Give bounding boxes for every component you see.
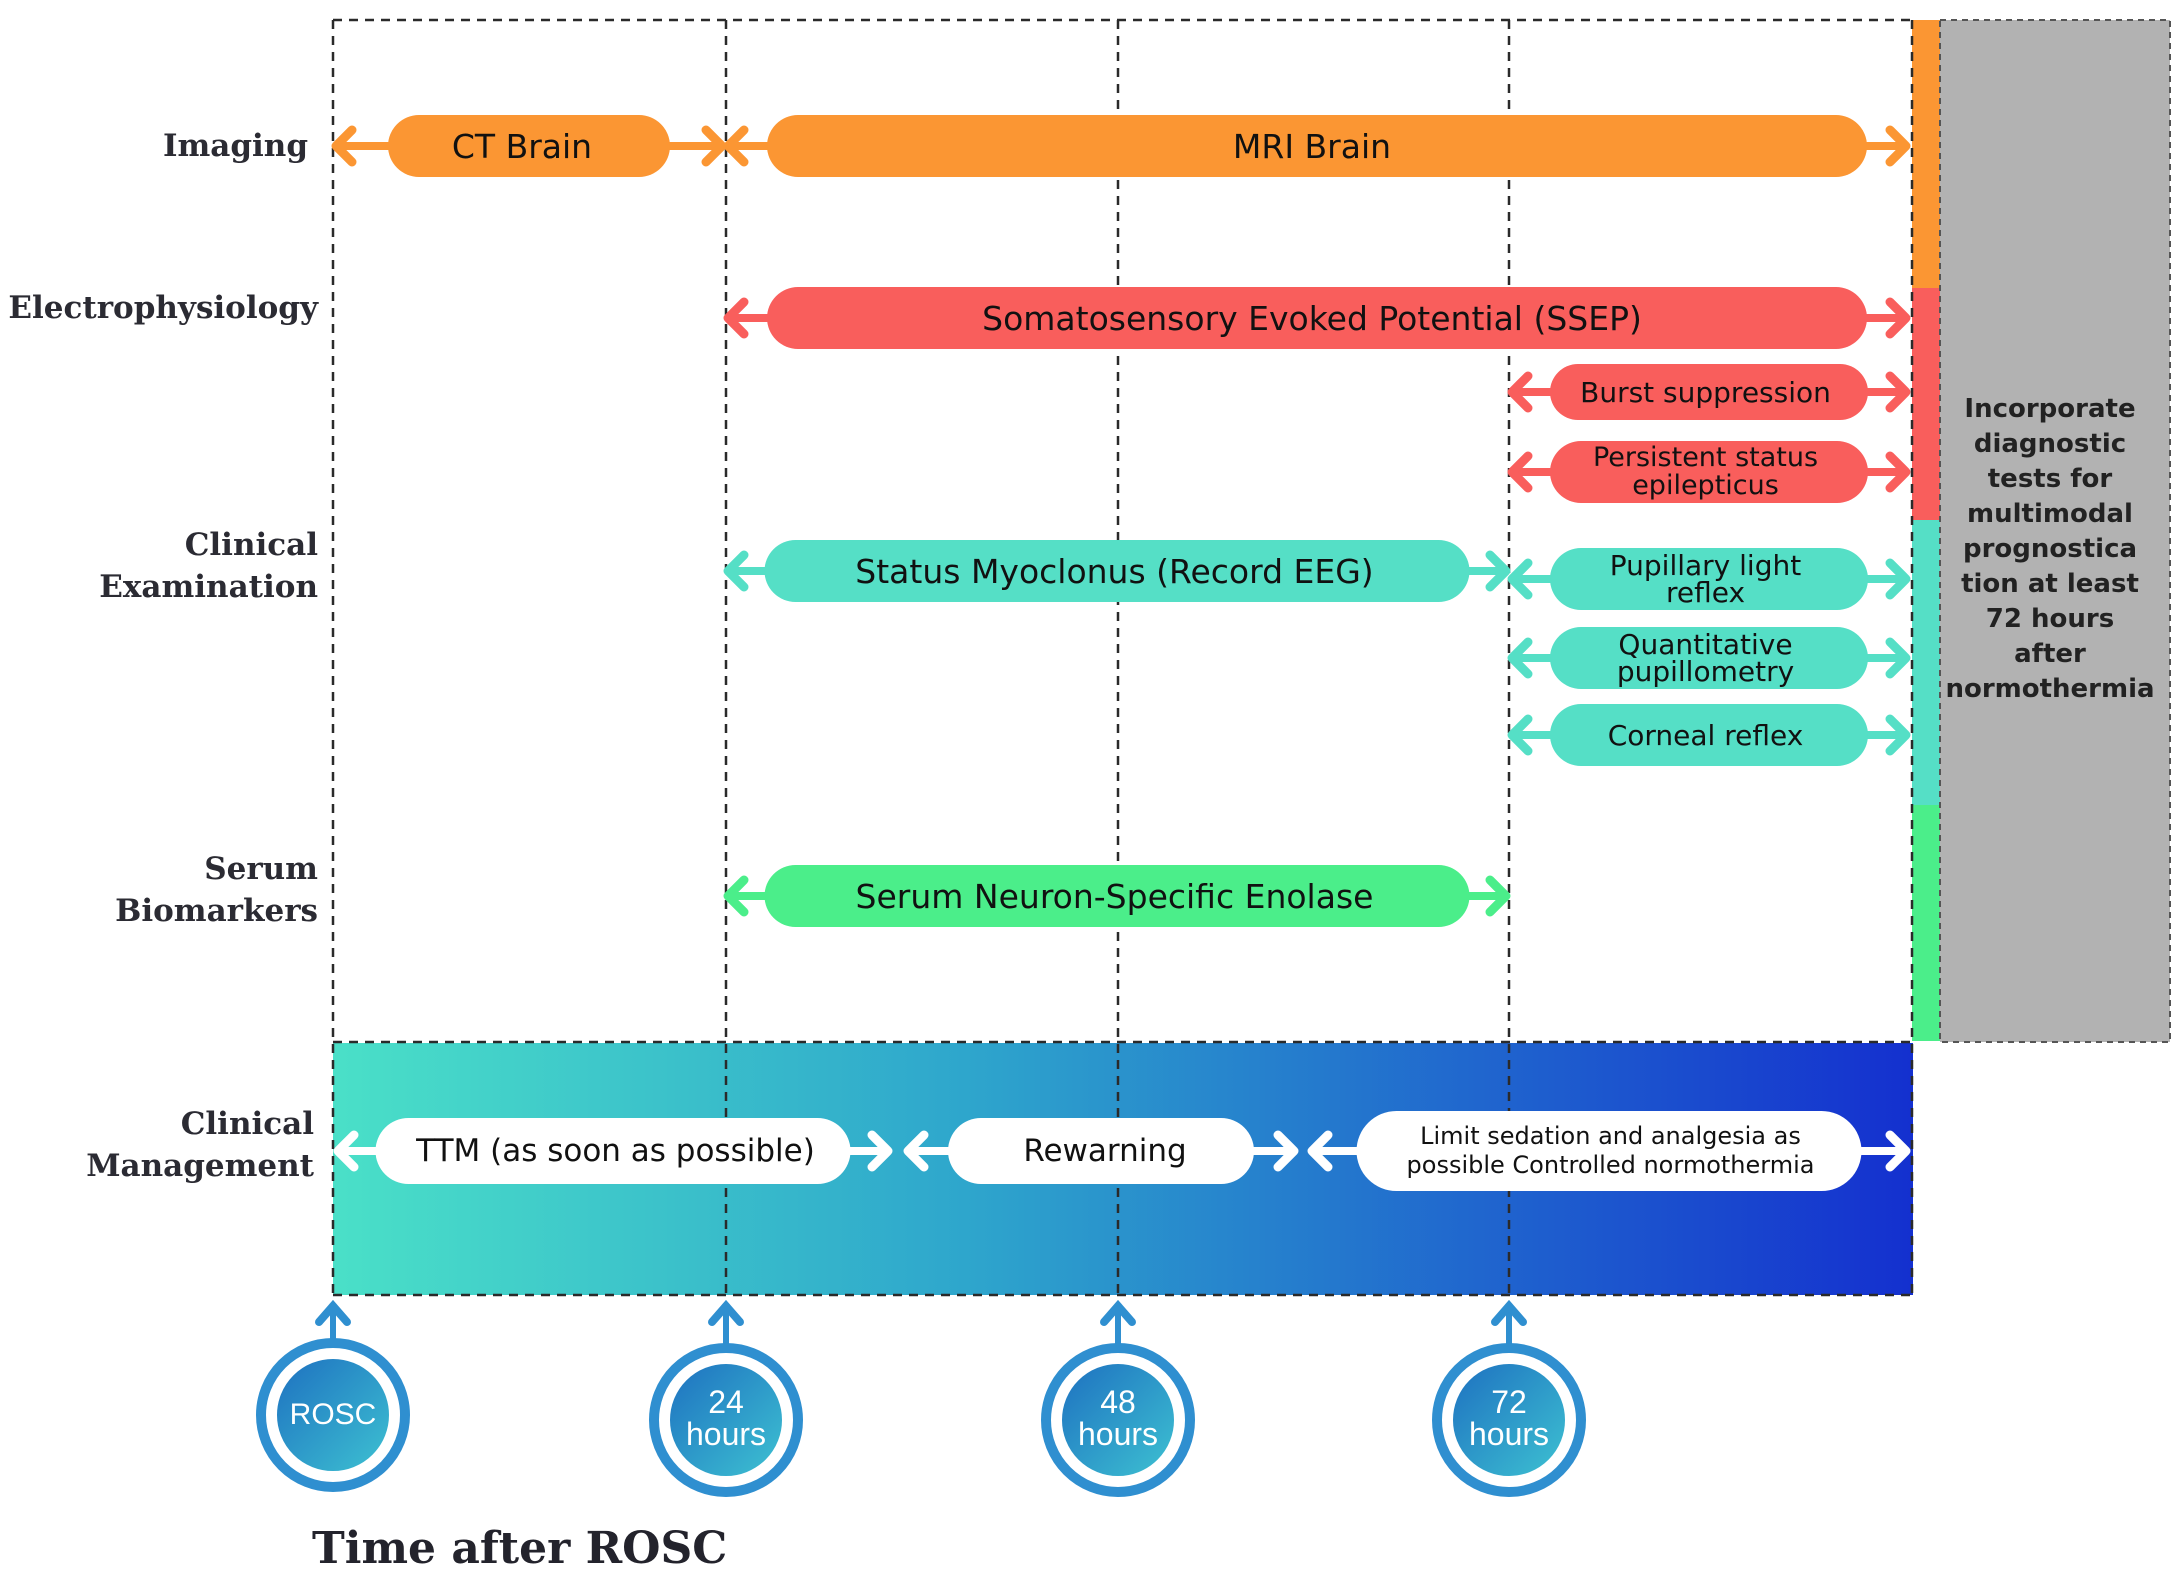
ttm-label: TTM (as soon as possible) [416, 1133, 815, 1169]
side-note-text: Incorporate diagnostic tests for multimo… [1945, 394, 2155, 704]
limit-sedation-bar [1307, 1111, 1911, 1191]
mri-brain-label: MRI Brain [1232, 126, 1392, 166]
pupillary-light-reflex-label: Pupillary light reflex [1609, 549, 1802, 609]
marker-rosc-label: ROSC [289, 1398, 377, 1431]
rewarming-label: Rewarning [1023, 1133, 1187, 1169]
quantitative-pupillometry-label: Quantitative pupillometry [1616, 628, 1795, 688]
marker-72h [1432, 1299, 1586, 1497]
side-strip-electrophysiology [1912, 288, 1940, 520]
marker-72h-label: 72 hours [1468, 1384, 1550, 1452]
row-label-clinical-examination: Clinical Examination [99, 527, 318, 605]
status-epilepticus-bar [1507, 441, 1911, 503]
ssep-bar [723, 287, 1911, 349]
side-strip-imaging [1912, 20, 1940, 288]
marker-24h-label: 24 hours [685, 1384, 767, 1452]
ct-brain-bar [331, 115, 727, 177]
burst-suppression-label: Burst suppression [1580, 375, 1831, 409]
row-label-clinical-management: Clinical Management [86, 1106, 314, 1184]
row-label-imaging: Imaging [162, 128, 308, 164]
row-label-serum-biomarkers: Serum Biomarkers [115, 851, 318, 929]
mri-brain-bar [723, 115, 1911, 177]
status-myoclonus-bar [723, 540, 1511, 602]
quantitative-pupillometry-bar [1507, 627, 1911, 689]
marker-24h [649, 1299, 803, 1497]
side-strip-clinical-exam [1912, 520, 1940, 805]
marker-48h [1041, 1299, 1195, 1497]
status-myoclonus-label: Status Myoclonus (Record EEG) [855, 551, 1374, 591]
row-label-electrophysiology: Electrophysiology [8, 290, 318, 326]
corneal-reflex-label: Corneal reflex [1607, 718, 1804, 752]
pupillary-light-reflex-bar [1507, 548, 1911, 610]
serum-nse-bar [723, 865, 1511, 927]
marker-48h-label: 48 hours [1077, 1384, 1159, 1452]
corneal-reflex-bar [1507, 704, 1911, 766]
grid-frame [331, 18, 1914, 1297]
status-epilepticus-label: Persistent status epilepticus [1592, 442, 1819, 501]
burst-suppression-bar [1507, 364, 1911, 420]
marker-rosc [256, 1299, 410, 1492]
serum-nse-label: Serum Neuron-Specific Enolase [855, 876, 1374, 916]
time-axis-label: Time after ROSC [312, 1523, 728, 1574]
ssep-label: Somatosensory Evoked Potential (SSEP) [982, 298, 1642, 338]
rewarming-bar [903, 1118, 1299, 1184]
side-strip-serum [1912, 805, 1940, 1041]
ct-brain-label: CT Brain [451, 126, 593, 166]
ttm-bar [333, 1118, 893, 1184]
side-note-panel [1939, 19, 2171, 1043]
limit-sedation-label: Limit sedation and analgesia as possible… [1406, 1122, 1815, 1179]
